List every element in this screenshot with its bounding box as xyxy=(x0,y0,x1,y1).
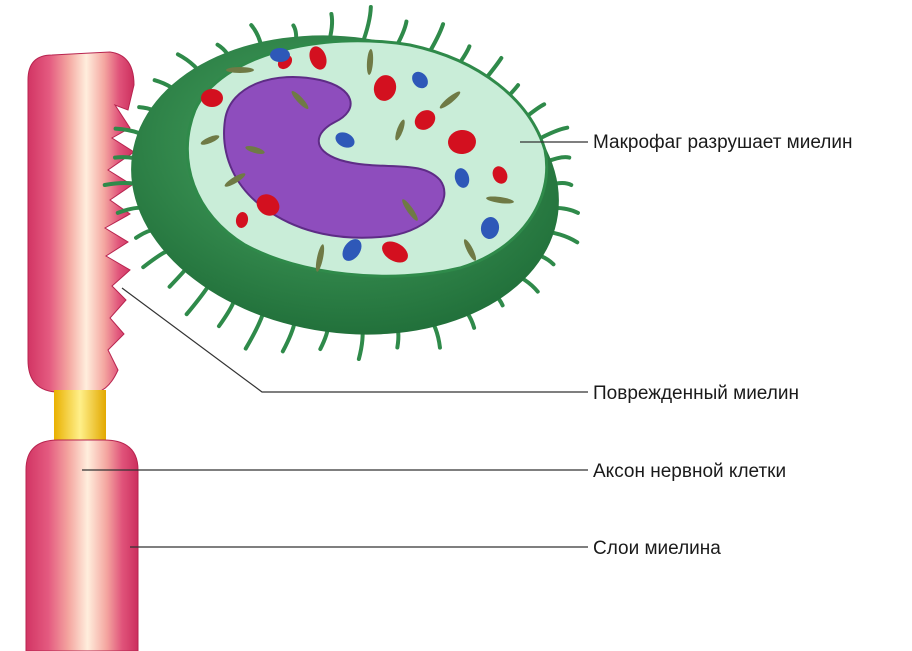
label-myelin-layers: Слои миелина xyxy=(593,538,721,559)
organelle-olive xyxy=(226,67,254,73)
pseudopod xyxy=(246,314,263,349)
organelle-blue xyxy=(270,48,290,62)
pseudopod xyxy=(143,252,165,267)
nerve-fiber xyxy=(26,52,138,651)
pseudopod xyxy=(187,288,207,314)
pseudopod xyxy=(283,321,295,351)
damaged-myelin-segment xyxy=(28,52,134,392)
label-axon: Аксон нервной клетки xyxy=(593,461,786,482)
label-macrophage: Макрофаг разрушает миелин xyxy=(593,132,852,153)
myelin-segment-lower xyxy=(26,440,138,651)
organelle-red xyxy=(201,89,223,107)
pseudopod xyxy=(170,271,184,286)
pseudopod xyxy=(136,231,152,238)
pseudopod xyxy=(538,128,567,140)
pseudopod xyxy=(219,303,233,326)
label-damaged-myelin: Поврежденный миелин xyxy=(593,383,799,404)
macrophage xyxy=(105,7,579,361)
